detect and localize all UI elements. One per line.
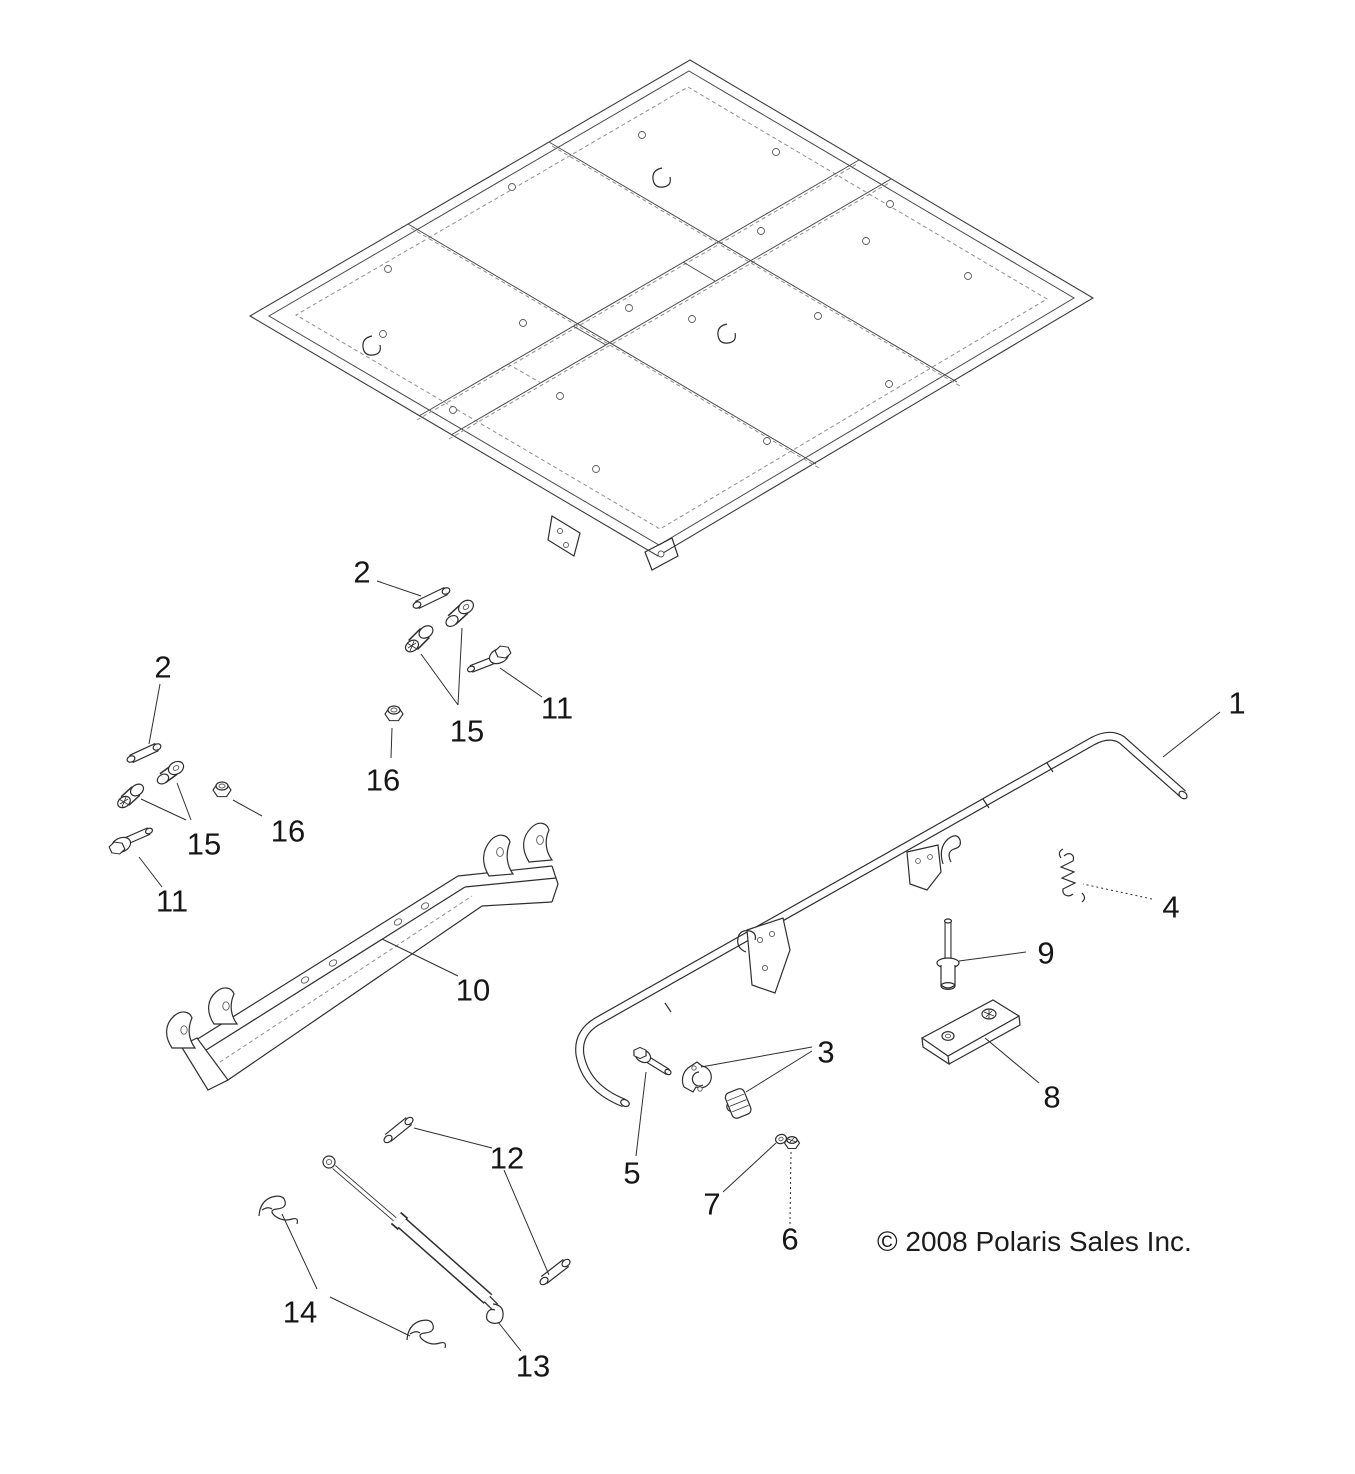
frame-hook-detail-left — [362, 335, 381, 356]
support-bracket-part — [166, 822, 559, 1091]
bushing-upper-knurled-part — [404, 625, 434, 653]
callout-7: 7 — [703, 1186, 721, 1222]
pivot-pin-lower-part — [126, 742, 162, 764]
rod-clamp-metal-half-part — [681, 1061, 712, 1093]
copyright-text: © 2008 Polaris Sales Inc. — [877, 1226, 1192, 1257]
callout-9: 9 — [1037, 935, 1055, 971]
callout-8: 8 — [1043, 1079, 1061, 1115]
frame-corner-cap — [644, 537, 679, 571]
cotter-clip-lower-part — [406, 1319, 447, 1349]
callout-2-upper: 2 — [353, 554, 371, 590]
washer-part — [775, 1133, 787, 1145]
bed-frame-drawing — [248, 59, 1095, 571]
callout-16-upper: 16 — [365, 762, 401, 798]
pivot-pin-upper-part — [412, 586, 451, 610]
callout-6: 6 — [781, 1221, 799, 1257]
clevis-pin-lower-part — [539, 1258, 571, 1286]
callout-3: 3 — [817, 1034, 835, 1070]
callout-leader-lines — [138, 580, 1221, 1352]
callout-11-lower: 11 — [155, 883, 189, 919]
flange-nut-upper-part — [384, 705, 404, 722]
rod-hanger-bracket-b — [906, 835, 961, 891]
bushing-upper-flanged-part — [445, 599, 475, 628]
clevis-pin-upper-part — [383, 1116, 414, 1144]
pivot-rod-part — [575, 731, 1188, 1108]
callout-11-upper: 11 — [540, 690, 574, 726]
spring-part — [1058, 848, 1086, 903]
frame-hook-detail-top — [652, 167, 671, 188]
callout-14: 14 — [282, 1294, 318, 1330]
flange-nut-lower-part — [212, 781, 232, 798]
frame-bottom-tab — [547, 515, 581, 557]
shoulder-bolt-part — [936, 918, 960, 990]
gas-strut-part — [322, 1155, 504, 1324]
callout-5: 5 — [623, 1155, 641, 1191]
callout-2-lower: 2 — [154, 649, 172, 685]
callout-4: 4 — [1162, 889, 1180, 925]
callout-10: 10 — [455, 972, 491, 1008]
bushing-lower-flanged-part — [156, 760, 185, 785]
cotter-clip-upper-part — [258, 1195, 299, 1225]
callout-16-lower: 16 — [270, 813, 306, 849]
hex-bolt-upper-part — [466, 645, 512, 673]
hex-bolt-lower-part — [108, 827, 154, 855]
frame-hook-detail-center — [717, 323, 736, 344]
callout-15-upper: 15 — [449, 713, 485, 749]
nut-part — [783, 1135, 801, 1150]
callout-1: 1 — [1228, 685, 1246, 721]
rod-clamp-rubber-half-part — [724, 1088, 752, 1119]
rod-hanger-bracket-a — [737, 917, 791, 994]
clamp-bolt-part — [633, 1046, 672, 1076]
bushing-lower-knurled-part — [117, 783, 145, 809]
callout-12: 12 — [489, 1140, 525, 1176]
callout-15-lower: 15 — [186, 826, 222, 862]
callout-13: 13 — [515, 1348, 551, 1384]
striker-plate-part — [920, 999, 1021, 1066]
